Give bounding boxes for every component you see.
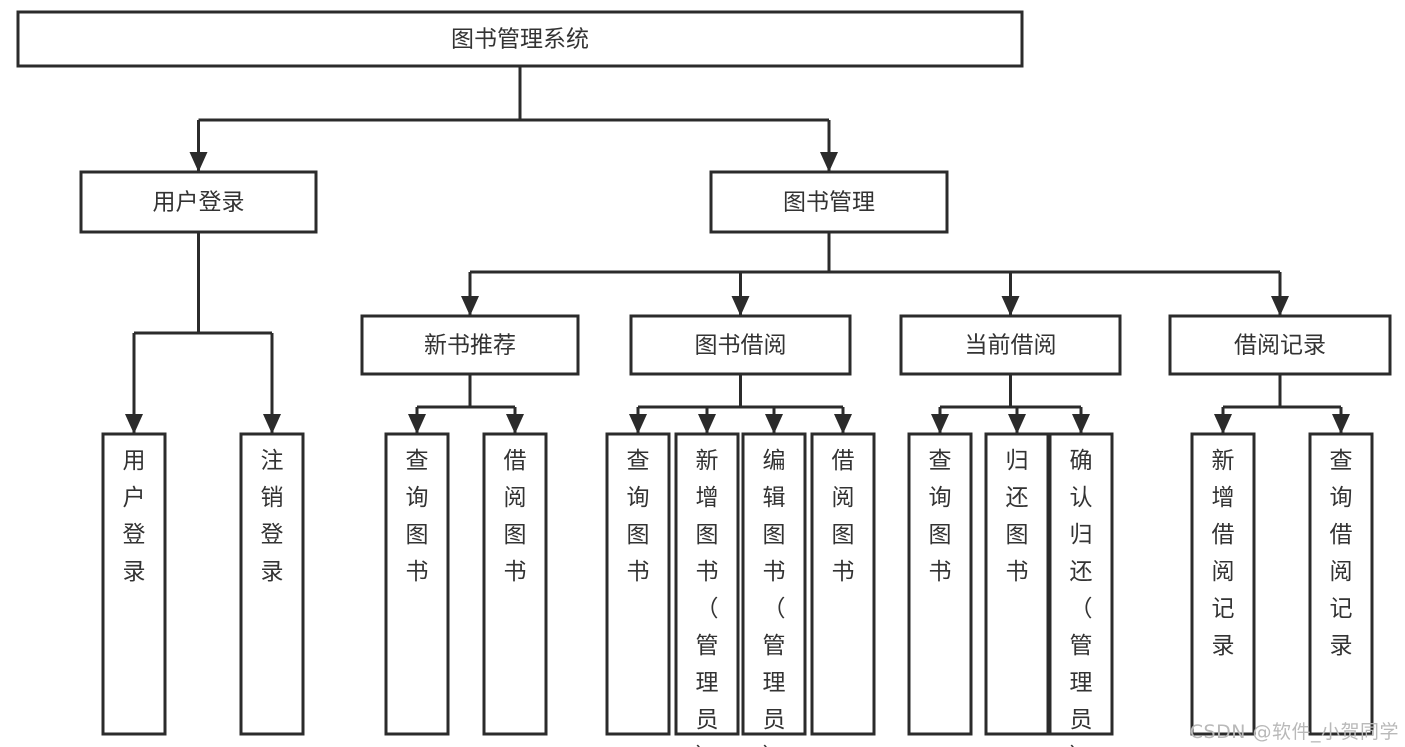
- nodes-group: 图书管理系统用户登录图书管理新书推荐图书借阅当前借阅借阅记录用户登录注销登录查询…: [16, 10, 1392, 747]
- node-leaf-return-book[interactable]: 归还图书: [984, 432, 1050, 736]
- node-user-login-box: [79, 170, 318, 234]
- arrow-head-icon: [1072, 414, 1090, 434]
- arrow-head-icon: [765, 414, 783, 434]
- arrow-head-icon: [1332, 414, 1350, 434]
- node-root-system[interactable]: 图书管理系统: [16, 10, 1024, 68]
- arrow-head-icon: [189, 152, 208, 172]
- arrow-head-icon: [698, 414, 716, 434]
- node-leaf-borrow-book-2[interactable]: 借阅图书: [810, 432, 876, 736]
- node-book-management-box: [709, 170, 949, 234]
- node-current-borrow-label: 当前借阅: [965, 333, 1057, 359]
- node-book-borrow-box: [629, 314, 852, 376]
- node-leaf-add-borrow-record[interactable]: 新增借阅记录: [1190, 432, 1256, 736]
- arrow-head-icon: [1008, 414, 1026, 434]
- node-leaf-user-login-label: 用户登录: [123, 448, 146, 585]
- node-borrow-record-label: 借阅记录: [1234, 333, 1326, 359]
- node-leaf-borrow-book-1-box: [482, 432, 548, 736]
- node-leaf-add-book-box: [674, 432, 740, 736]
- arrow-head-icon: [931, 414, 949, 434]
- node-leaf-query-borrow-record[interactable]: 查询借阅记录: [1308, 432, 1374, 736]
- node-root-system-box: [16, 10, 1024, 68]
- node-leaf-add-book-label: 新增图书（管理员）: [696, 448, 719, 747]
- node-leaf-edit-book[interactable]: 编辑图书（管理员）: [741, 432, 807, 747]
- arrow-head-icon: [1271, 296, 1289, 316]
- node-leaf-query-borrow-record-label: 查询借阅记录: [1330, 448, 1353, 659]
- node-leaf-add-book[interactable]: 新增图书（管理员）: [674, 432, 740, 747]
- connector-lines-group: [125, 66, 1350, 434]
- node-user-login[interactable]: 用户登录: [79, 170, 318, 234]
- node-leaf-query-book-2-box: [605, 432, 671, 736]
- node-leaf-query-book-2-label: 查询图书: [627, 448, 650, 585]
- arrow-head-icon: [408, 414, 426, 434]
- arrow-head-icon: [731, 296, 750, 316]
- node-leaf-borrow-book-1[interactable]: 借阅图书: [482, 432, 548, 736]
- node-leaf-add-borrow-record-label: 新增借阅记录: [1212, 448, 1235, 659]
- node-leaf-edit-book-label: 编辑图书（管理员）: [763, 448, 786, 747]
- arrow-head-icon: [461, 296, 479, 316]
- arrow-head-icon: [820, 152, 838, 172]
- node-leaf-user-login[interactable]: 用户登录: [101, 432, 167, 736]
- arrow-head-icon: [1214, 414, 1232, 434]
- node-borrow-record[interactable]: 借阅记录: [1168, 314, 1392, 376]
- node-leaf-borrow-book-1-label: 借阅图书: [504, 448, 527, 585]
- node-new-book-recommend[interactable]: 新书推荐: [360, 314, 580, 376]
- node-leaf-query-book-2[interactable]: 查询图书: [605, 432, 671, 736]
- node-leaf-edit-book-box: [741, 432, 807, 736]
- node-book-management-label: 图书管理: [783, 190, 875, 216]
- node-leaf-confirm-return-label: 确认归还（管理员）: [1070, 448, 1093, 747]
- node-leaf-confirm-return[interactable]: 确认归还（管理员）: [1048, 432, 1114, 747]
- node-current-borrow[interactable]: 当前借阅: [899, 314, 1122, 376]
- node-leaf-query-book-1-label: 查询图书: [406, 448, 429, 585]
- node-leaf-borrow-book-2-label: 借阅图书: [832, 448, 855, 585]
- node-book-management[interactable]: 图书管理: [709, 170, 949, 234]
- arrow-head-icon: [125, 414, 143, 434]
- arrow-head-icon: [1001, 296, 1020, 316]
- node-leaf-logout-login-box: [239, 432, 305, 736]
- node-new-book-recommend-label: 新书推荐: [424, 333, 516, 359]
- node-current-borrow-box: [899, 314, 1122, 376]
- arrow-head-icon: [834, 414, 852, 434]
- node-book-borrow-label: 图书借阅: [695, 333, 787, 359]
- node-leaf-return-book-box: [984, 432, 1050, 736]
- node-leaf-query-book-1-box: [384, 432, 450, 736]
- node-leaf-user-login-box: [101, 432, 167, 736]
- node-leaf-query-book-3-box: [907, 432, 973, 736]
- arrow-head-icon: [263, 414, 281, 434]
- node-root-system-label: 图书管理系统: [451, 27, 589, 53]
- node-leaf-logout-login[interactable]: 注销登录: [239, 432, 305, 736]
- node-leaf-borrow-book-2-box: [810, 432, 876, 736]
- arrow-head-icon: [629, 414, 647, 434]
- node-user-login-label: 用户登录: [153, 190, 245, 216]
- node-leaf-confirm-return-box: [1048, 432, 1114, 736]
- node-book-borrow[interactable]: 图书借阅: [629, 314, 852, 376]
- node-new-book-recommend-box: [360, 314, 580, 376]
- node-borrow-record-box: [1168, 314, 1392, 376]
- node-leaf-query-borrow-record-box: [1308, 432, 1374, 736]
- node-leaf-add-borrow-record-box: [1190, 432, 1256, 736]
- arrow-head-icon: [506, 414, 524, 434]
- node-leaf-query-book-1[interactable]: 查询图书: [384, 432, 450, 736]
- node-leaf-query-book-3[interactable]: 查询图书: [907, 432, 973, 736]
- node-leaf-logout-login-label: 注销登录: [261, 448, 284, 585]
- node-leaf-return-book-label: 归还图书: [1006, 448, 1029, 585]
- node-leaf-query-book-3-label: 查询图书: [929, 448, 952, 585]
